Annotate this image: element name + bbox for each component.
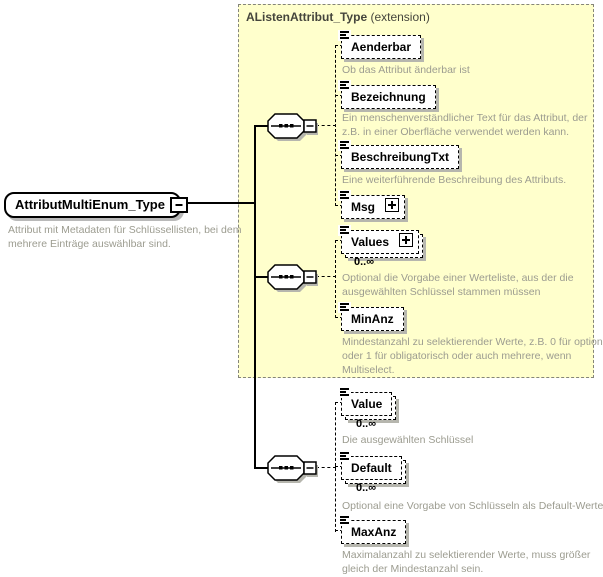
element-content-icon xyxy=(338,225,351,236)
dashed-line xyxy=(335,317,343,318)
element-description: Ein menschenverständlicher Text für das … xyxy=(342,112,588,138)
element-label: BeschreibungTxt xyxy=(351,149,450,164)
element-description: Maximalanzahl zu selektierender Werte, m… xyxy=(342,549,591,575)
extension-base-type-box xyxy=(238,4,594,378)
dashed-line xyxy=(316,467,336,468)
root-element-attributmultienum-type[interactable]: AttributMultiEnum_Type xyxy=(4,192,188,218)
branch-line-3 xyxy=(254,467,268,469)
root-element-label: AttributMultiEnum_Type xyxy=(15,197,165,212)
dashed-line xyxy=(335,466,343,467)
element-content-icon xyxy=(338,515,351,526)
branch-line-2 xyxy=(254,276,268,278)
minus-icon xyxy=(175,204,183,206)
dashed-line xyxy=(335,402,336,532)
element-content-icon xyxy=(338,30,351,41)
occurrence-label: 0..∞ xyxy=(356,482,377,494)
extension-type-name: AListenAttribut_Type xyxy=(246,10,368,24)
element-maxanz[interactable]: MaxAnz xyxy=(338,515,407,544)
element-description: Optional die Vorgabe einer Werteliste, a… xyxy=(342,272,574,298)
element-label: Values xyxy=(351,234,390,249)
dashed-line xyxy=(316,276,336,277)
element-label: MaxAnz xyxy=(351,524,397,539)
extension-title: AListenAttribut_Type (extension) xyxy=(246,10,430,24)
element-content-icon xyxy=(338,387,351,398)
element-content-icon xyxy=(338,80,351,91)
element-description: Mindestanzahl zu selektierender Werte, z… xyxy=(342,336,603,376)
element-aenderbar[interactable]: Aenderbar xyxy=(338,30,422,59)
element-content-icon xyxy=(338,302,351,313)
occurrence-label: 0..∞ xyxy=(354,256,375,268)
element-label: Msg xyxy=(351,199,375,214)
dashed-line xyxy=(335,45,336,206)
element-default[interactable]: Default xyxy=(338,451,406,484)
element-bezeichnung[interactable]: Bezeichnung xyxy=(338,80,436,109)
root-connector-line xyxy=(140,202,255,204)
element-default-box[interactable]: Default xyxy=(338,451,402,480)
expand-icon[interactable] xyxy=(385,198,400,212)
dashed-line xyxy=(335,402,343,403)
element-content-icon xyxy=(338,190,351,201)
element-beschreibungtxt[interactable]: BeschreibungTxt xyxy=(338,140,460,169)
sequence-compositor-1[interactable] xyxy=(266,111,319,143)
element-label: Bezeichnung xyxy=(351,89,426,104)
element-label: Aenderbar xyxy=(351,39,412,54)
element-label: Value xyxy=(351,396,383,411)
element-value-box[interactable]: Value xyxy=(338,387,393,416)
dashed-line xyxy=(335,95,343,96)
element-description: Eine weiterführende Beschreibung des Att… xyxy=(342,174,567,186)
element-values[interactable]: Values xyxy=(338,225,424,258)
occurrence-label: 0..∞ xyxy=(356,418,377,430)
sequence-compositor-2[interactable] xyxy=(266,262,319,294)
root-element-description: Attribut mit Metadaten für Schlüssellist… xyxy=(8,224,242,250)
element-description: Optional eine Vorgabe von Schlüsseln als… xyxy=(342,500,603,512)
element-value[interactable]: Value xyxy=(338,387,397,420)
element-msg[interactable]: Msg xyxy=(338,190,406,219)
element-minanz[interactable]: MinAnz xyxy=(338,302,404,331)
extension-suffix: (extension) xyxy=(367,10,430,24)
element-content-icon xyxy=(338,140,351,151)
dashed-line xyxy=(335,45,343,46)
element-values-box[interactable]: Values xyxy=(338,225,420,254)
dashed-line xyxy=(316,125,336,126)
trunk-line xyxy=(254,125,256,469)
element-label: Default xyxy=(351,460,392,475)
expand-icon[interactable] xyxy=(399,233,414,247)
dashed-line xyxy=(335,240,336,318)
collapse-icon[interactable] xyxy=(169,197,188,213)
element-description: Ob das Attribut änderbar ist xyxy=(342,64,470,76)
dashed-line xyxy=(335,240,343,241)
element-content-icon xyxy=(338,451,351,462)
element-description: Die ausgewählten Schlüssel xyxy=(342,434,474,446)
dashed-line xyxy=(335,155,343,156)
sequence-compositor-3[interactable] xyxy=(266,453,319,485)
dashed-line xyxy=(335,530,343,531)
element-label: MinAnz xyxy=(351,311,394,326)
branch-line-1 xyxy=(254,125,268,127)
dashed-line xyxy=(335,205,343,206)
